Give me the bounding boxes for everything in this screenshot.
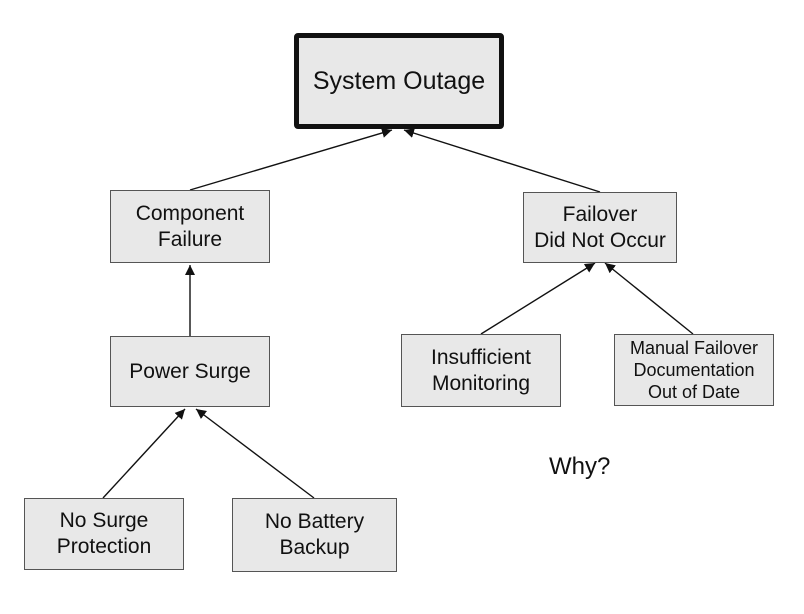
edge-insufficient-monitoring-to-failover	[480, 262, 596, 335]
node-power-surge: Power Surge	[110, 336, 270, 407]
edge-no-battery-backup-to-power-surge	[195, 408, 315, 499]
node-manual-failover-documentation: Manual Failover Documentation Out of Dat…	[614, 334, 774, 406]
edge-manual-failover-to-failover	[604, 262, 694, 335]
node-failover-did-not-occur: Failover Did Not Occur	[523, 192, 677, 263]
node-insufficient-monitoring: Insufficient Monitoring	[401, 334, 561, 407]
node-no-battery-backup: No Battery Backup	[232, 498, 397, 572]
why-annotation: Why?	[549, 453, 611, 480]
edge-failover-to-system-outage	[403, 128, 601, 193]
node-no-surge-protection: No Surge Protection	[24, 498, 184, 570]
node-system-outage: System Outage	[294, 33, 504, 129]
node-component-failure: Component Failure	[110, 190, 270, 263]
edge-component-failure-to-system-outage	[189, 128, 393, 191]
edge-no-surge-protection-to-power-surge	[102, 408, 186, 499]
